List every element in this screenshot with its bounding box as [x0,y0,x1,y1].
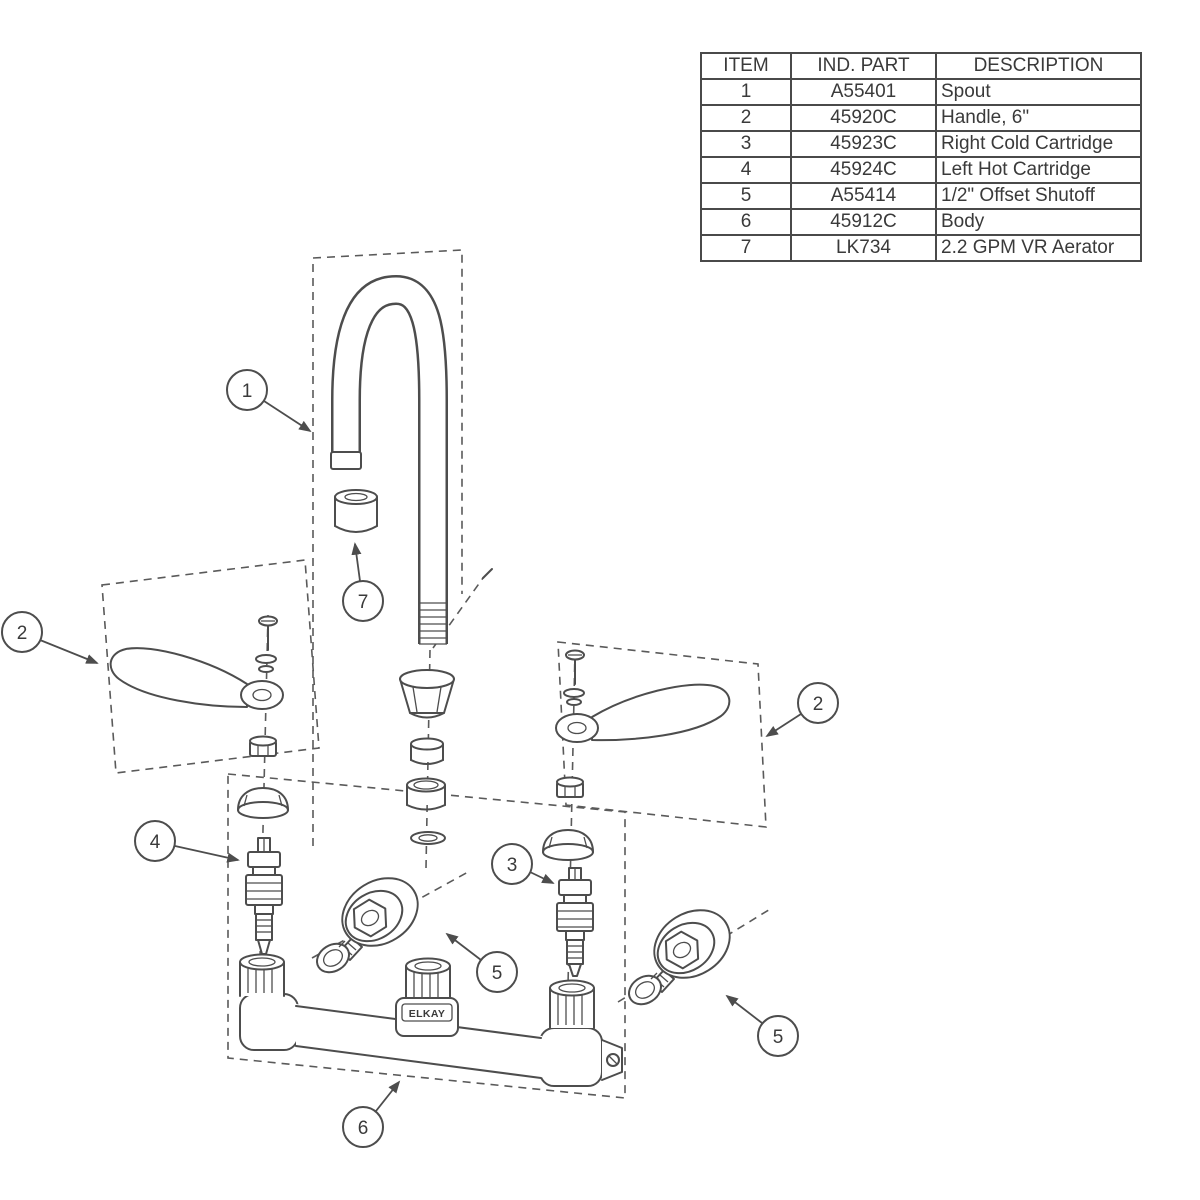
svg-text:2: 2 [17,623,28,644]
table-row: 5 A55414 1/2" Offset Shutoff [700,182,1142,210]
cartridge-left [245,837,283,955]
table-row: 4 45924C Left Hot Cartridge [700,156,1142,184]
brand-plate: ELKAY [395,997,459,1037]
handle-left-nut [249,735,277,757]
body: ELKAY [239,953,623,1087]
callout-handle-left: 2 [1,611,99,664]
spout [330,274,448,645]
cell-description: 1/2" Offset Shutoff [935,182,1142,210]
cell-item: 1 [700,78,792,106]
cell-description: Right Cold Cartridge [935,130,1142,158]
handle-right-reference-box [557,641,767,828]
cell-part: 45924C [790,156,937,184]
spout-ring-upper [410,737,444,765]
index-pin [482,568,493,579]
shutoff-washer-left [316,940,350,974]
cell-item: 6 [700,208,792,236]
handle-base-right [542,829,594,861]
callout-handle-right: 2 [765,682,839,738]
cell-description: Spout [935,78,1142,106]
cell-item: 5 [700,182,792,210]
shutoff-washer-right [628,972,662,1006]
callout-right-cold-cartridge: 3 [491,843,555,885]
table-row: 1 A55401 Spout [700,78,1142,106]
body-inlet-left [239,953,285,997]
handle-left [109,647,284,710]
cell-description: Body [935,208,1142,236]
parts-table-grid: ITEM IND. PART DESCRIPTION 1 A55401 Spou… [700,52,1142,262]
header-ind-part: IND. PART [790,52,937,80]
svg-text:2: 2 [813,694,824,715]
cell-item: 7 [700,234,792,262]
spout-washer [410,831,446,845]
cell-part: 45923C [790,130,937,158]
handle-right-screw [563,649,585,706]
brand-label: ELKAY [409,1008,446,1020]
table-row: 3 45923C Right Cold Cartridge [700,130,1142,158]
body-reference-box [227,773,626,1099]
cell-part: 45912C [790,208,937,236]
cell-description: 2.2 GPM VR Aerator [935,234,1142,262]
handle-right [555,683,731,743]
callout-left-hot-cartridge: 4 [134,820,240,863]
shutoff-left [339,877,419,961]
spout-tip-ferrule [330,451,362,470]
handle-left-screw [255,615,278,673]
cell-part: A55414 [790,182,937,210]
handle-base-left [237,787,289,819]
table-row: 2 45920C Handle, 6" [700,104,1142,132]
callout-body: 6 [342,1080,401,1148]
svg-text:3: 3 [507,855,518,876]
table-header-row: ITEM IND. PART DESCRIPTION [700,52,1142,80]
header-item: ITEM [700,52,792,80]
body-outlet-center [405,957,451,1001]
spout-ring-lower [406,777,446,811]
svg-text:5: 5 [773,1027,784,1048]
handle-left-reference-box [101,559,320,774]
body-inlet-right [549,979,595,1029]
spout-reference-box [312,249,463,846]
table-row: 6 45912C Body [700,208,1142,236]
svg-text:7: 7 [358,592,369,613]
body-right-cap [539,1027,603,1087]
cell-description: Handle, 6" [935,104,1142,132]
spout-coupling-nut [399,669,455,719]
svg-text:4: 4 [150,832,161,853]
cell-item: 3 [700,130,792,158]
cell-part: 45920C [790,104,937,132]
cell-item: 4 [700,156,792,184]
callout-spout: 1 [226,369,312,433]
cell-part: LK734 [790,234,937,262]
body-left-cap [239,993,299,1051]
parts-table: ITEM IND. PART DESCRIPTION 1 A55401 Spou… [700,52,1142,262]
header-description: DESCRIPTION [935,52,1142,80]
cell-item: 2 [700,104,792,132]
aerator [334,489,378,533]
callout-aerator: 7 [342,542,384,622]
svg-text:5: 5 [492,963,503,984]
svg-text:1: 1 [242,381,253,402]
handle-right-nut [556,776,584,798]
cell-part: A55401 [790,78,937,106]
table-row: 7 LK734 2.2 GPM VR Aerator [700,234,1142,262]
callout-shutoff-left: 5 [445,932,518,993]
cell-description: Left Hot Cartridge [935,156,1142,184]
svg-text:6: 6 [358,1118,369,1139]
callout-shutoff-right: 5 [725,994,799,1057]
cartridge-right [556,867,594,977]
